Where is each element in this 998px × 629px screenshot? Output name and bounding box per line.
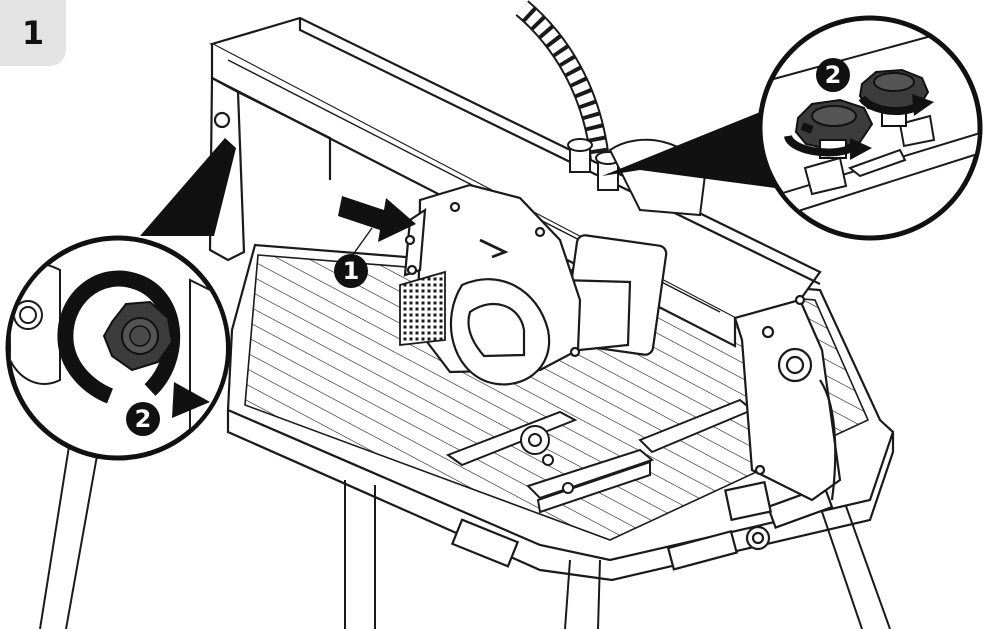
- right-post-knob: [777, 347, 813, 383]
- callout-2-right-knobs: 2: [816, 58, 850, 92]
- saw-head: [399, 183, 668, 386]
- arrow-right-icon: [338, 196, 416, 257]
- detail-circle-right: [757, 15, 983, 241]
- callout-2-left-knob: 2: [126, 402, 160, 436]
- step-number: 1: [21, 14, 45, 52]
- adjustment-knob-right-back: [858, 68, 930, 127]
- detail-circle-left: [5, 235, 231, 461]
- carriage: [445, 398, 754, 514]
- curved-arrow-icon: [784, 94, 934, 160]
- callout-1-blade-guard: 1: [334, 254, 368, 288]
- stand-legs: [39, 439, 891, 629]
- step-number-tab: 1: [0, 0, 66, 66]
- right-post: [724, 294, 842, 551]
- zoom-wedge-right: [602, 108, 790, 190]
- adjustment-knob-left: [102, 300, 174, 372]
- zoom-wedge-left: [140, 138, 236, 236]
- cable-chain: [515, 0, 610, 162]
